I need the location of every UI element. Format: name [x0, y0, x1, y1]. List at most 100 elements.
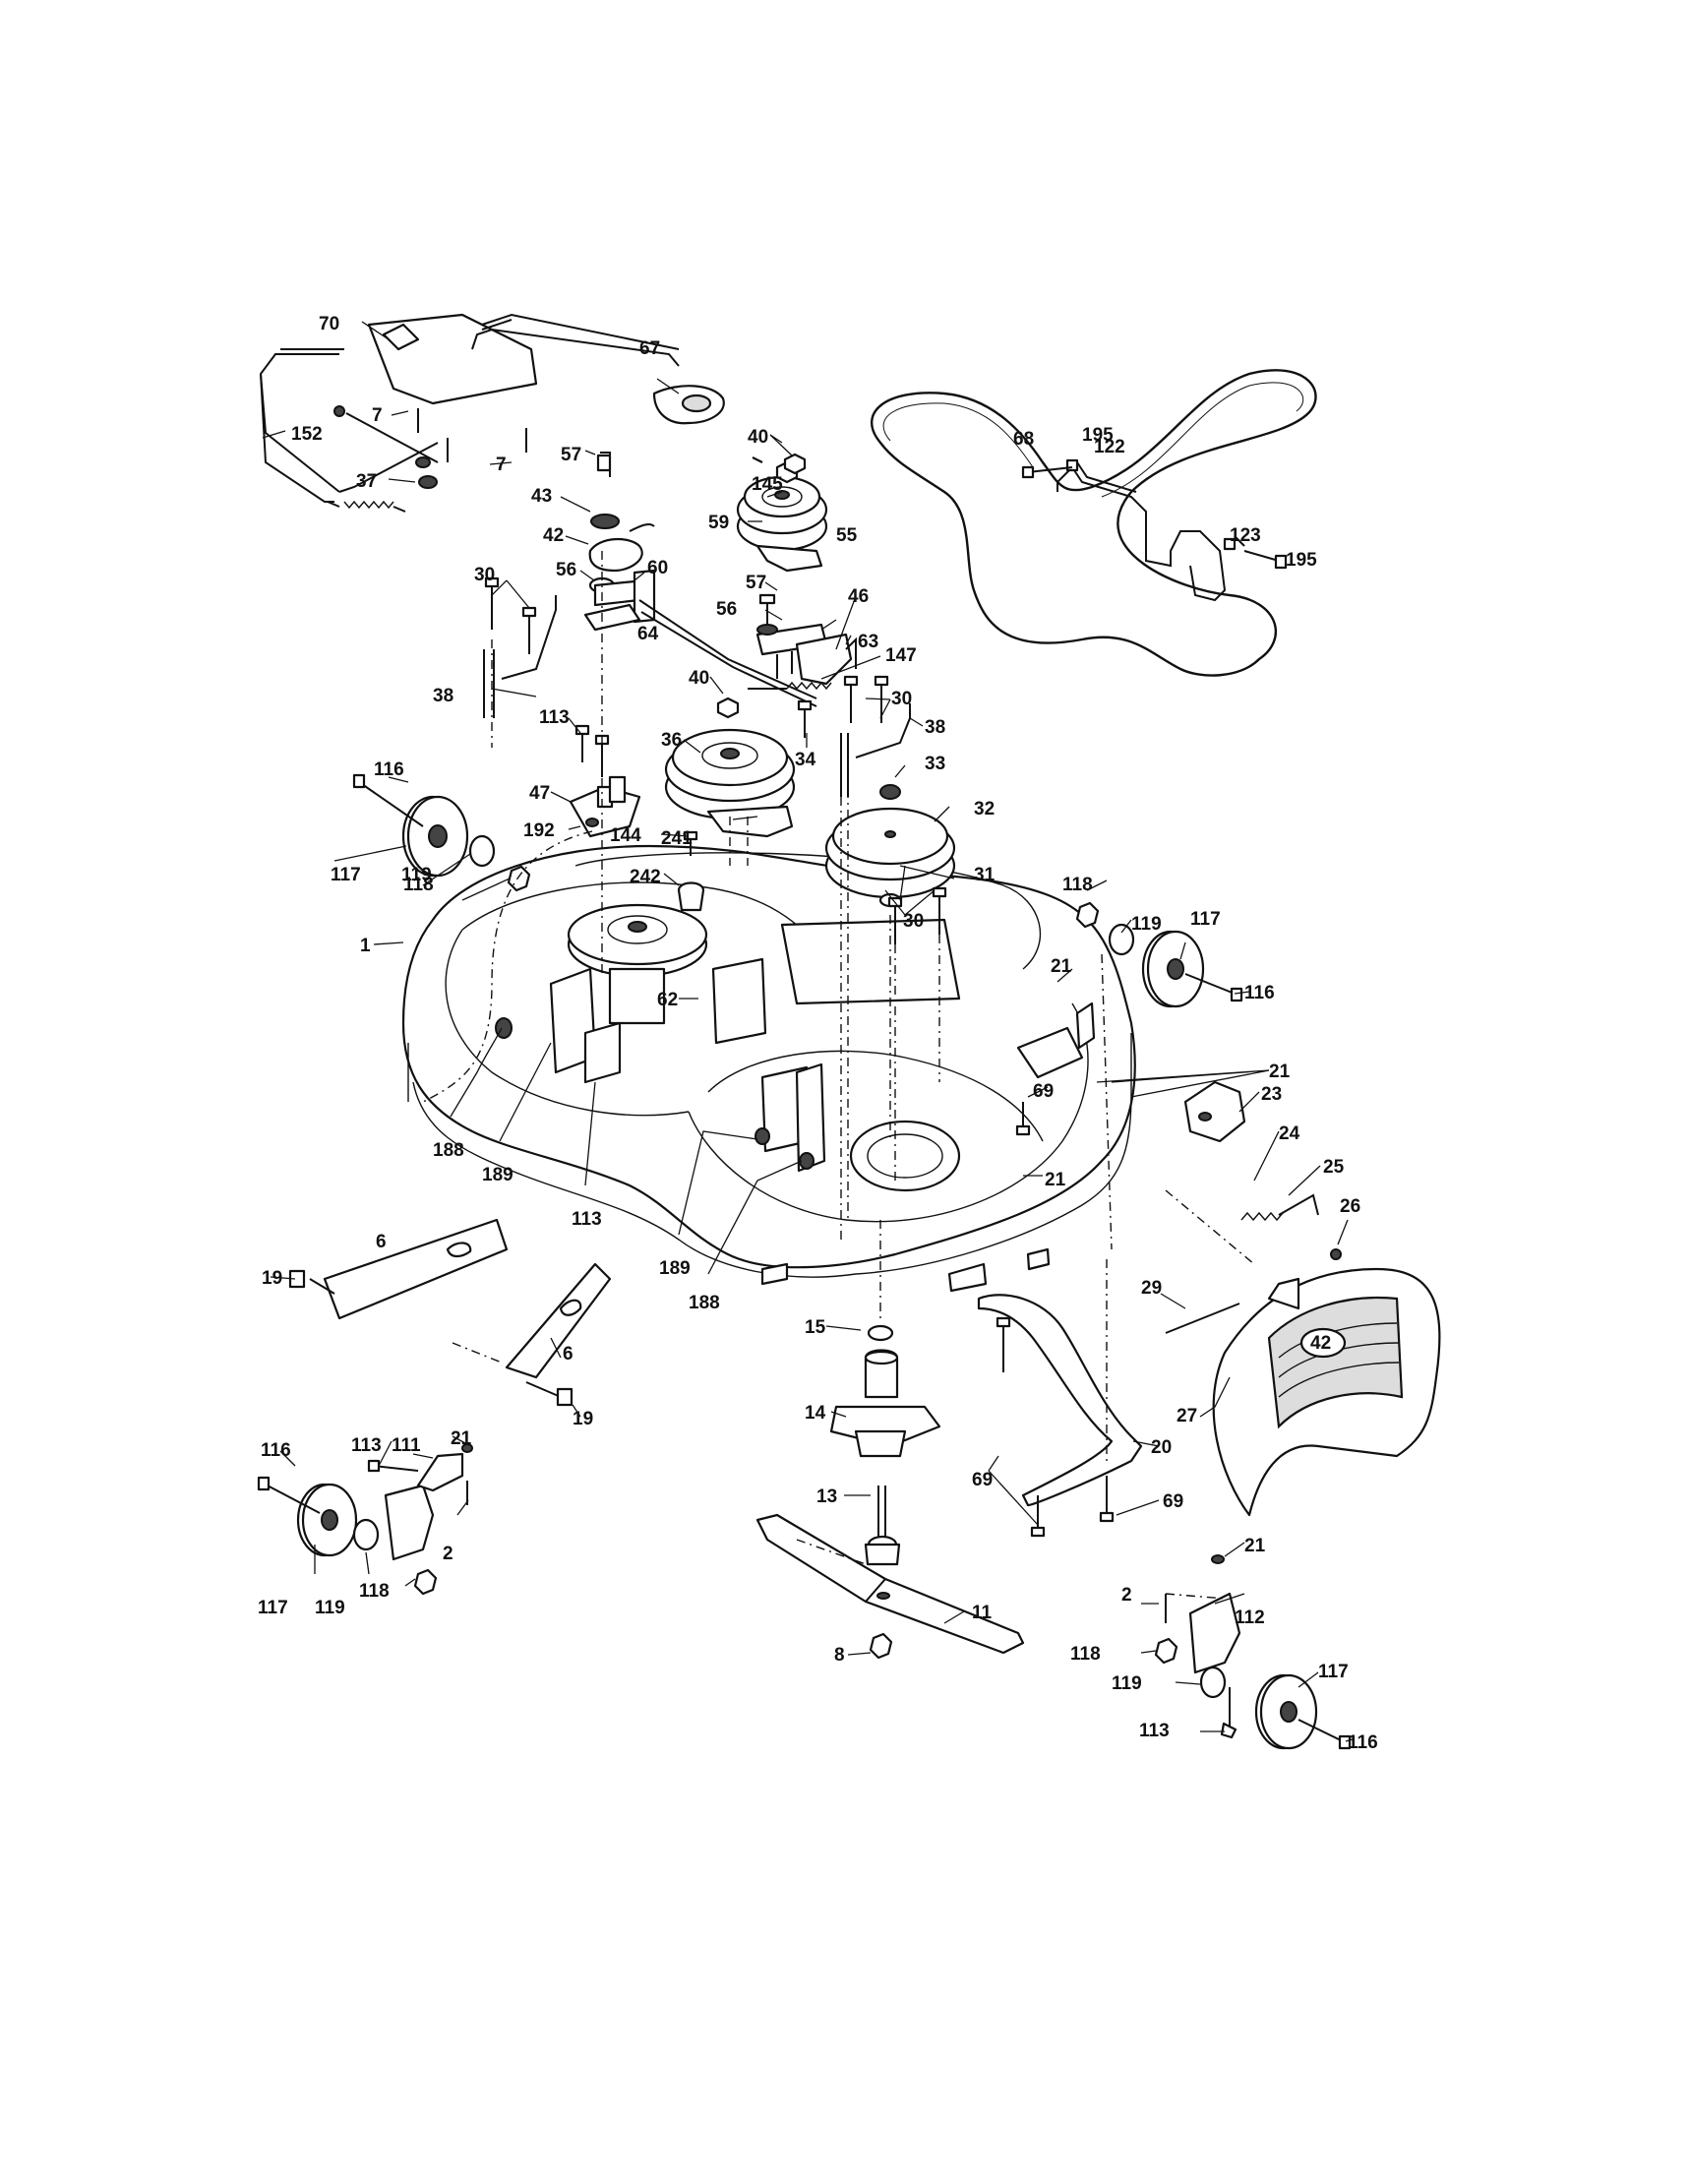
deflector-hinge-bracket [1183, 1080, 1246, 1143]
spindle-pulley-32 [824, 807, 956, 899]
callout-label: 34 [795, 750, 816, 770]
callout-label: 30 [903, 911, 924, 932]
callout-label: 189 [482, 1165, 513, 1185]
callout-label: 111 [392, 1435, 421, 1456]
callout-label: 47 [529, 783, 550, 804]
drive-belt-68 [870, 369, 1317, 677]
deflector-spring [1240, 1193, 1319, 1222]
callout-label: 116 [1244, 983, 1275, 1003]
gauge-wheel-upper-left [352, 773, 531, 892]
callout-label: 188 [689, 1293, 720, 1313]
callout-label: 21 [1045, 1170, 1066, 1190]
callout-label: 55 [836, 525, 858, 546]
callout-label: 123 [1230, 525, 1261, 546]
callout-label: 113 [572, 1209, 602, 1230]
callout-label: 8 [834, 1645, 845, 1666]
callout-label: 64 [637, 624, 659, 644]
gauge-wheel-lower-left [257, 1443, 473, 1596]
callout-label: 116 [261, 1440, 291, 1461]
callout-label: 1 [360, 936, 371, 956]
callout-label: 195 [1286, 550, 1317, 571]
callout-label: 32 [974, 799, 995, 819]
callout-label: 118 [359, 1581, 390, 1602]
callout-label: 21 [451, 1428, 472, 1449]
callout-label: 144 [610, 825, 641, 846]
engagement-linkage [259, 313, 680, 513]
callout-label: 37 [356, 471, 377, 492]
callout-label: 24 [1279, 1123, 1300, 1144]
callout-label: 145 [752, 474, 783, 495]
callout-label: 118 [1070, 1644, 1101, 1665]
callout-label: 30 [474, 565, 495, 585]
lift-link-38-left [483, 595, 557, 718]
callout-label: 29 [1141, 1278, 1162, 1299]
callout-label: 117 [1190, 909, 1221, 930]
callout-label: 36 [661, 730, 682, 751]
bolts-30-34 [484, 576, 947, 944]
callout-label: 56 [556, 560, 576, 580]
callout-label: 69 [972, 1470, 993, 1490]
callout-label: 195 [1082, 425, 1114, 446]
callout-label: 40 [748, 427, 768, 448]
stabilizer-bracket-right [505, 1262, 612, 1407]
callout-label: 192 [523, 820, 555, 841]
callout-label: 6 [376, 1232, 387, 1252]
belt-guide-wire [1021, 458, 1288, 602]
baffle-20 [977, 1102, 1143, 1538]
callout-label: 26 [1340, 1196, 1360, 1217]
discharge-chute-27: 42 [1212, 1267, 1441, 1517]
spindle-assembly [829, 1324, 941, 1566]
callout-label: 117 [331, 865, 361, 885]
callout-label: 69 [1163, 1491, 1183, 1512]
callout-label: 30 [891, 689, 912, 709]
callout-label: 23 [1261, 1084, 1282, 1105]
callout-label: 118 [1062, 875, 1093, 895]
callout-label: 59 [708, 513, 729, 533]
callout-label: 119 [401, 865, 432, 885]
gauge-wheel-lower-right [1154, 1554, 1352, 1750]
callout-label: 116 [374, 759, 404, 780]
callout-label: 6 [563, 1344, 573, 1365]
leader-lines [262, 321, 1354, 1742]
callout-label: 27 [1177, 1406, 1197, 1426]
callout-label: 14 [805, 1403, 826, 1424]
callout-label: 119 [315, 1598, 345, 1618]
callout-label: 112 [1235, 1608, 1265, 1628]
callout-label: 69 [1033, 1081, 1054, 1102]
callout-label: 11 [972, 1603, 993, 1623]
callout-label: 63 [858, 632, 878, 652]
callout-label: 118 [403, 875, 434, 895]
callout-label: 113 [351, 1435, 382, 1456]
callout-label: 147 [885, 645, 917, 666]
callout-label: 2 [1121, 1585, 1132, 1606]
callout-label: 21 [1244, 1536, 1266, 1556]
blade-11 [755, 1513, 1025, 1660]
callout-label: 38 [925, 717, 945, 738]
callout-label: 19 [573, 1409, 593, 1429]
callout-label: 15 [805, 1317, 826, 1338]
callout-label: 241 [661, 828, 693, 849]
callout-label: 113 [539, 707, 570, 728]
callout-label: 152 [291, 424, 323, 445]
bracket-47 [569, 724, 641, 838]
callout-labels: 1 2 2 6 6 7 7 8 11 13 14 15 19 19 20 21 … [258, 314, 1378, 1753]
callout-label: 13 [816, 1486, 837, 1507]
callout-label: 40 [689, 668, 709, 689]
callout-label: 122 [1094, 437, 1125, 457]
callout-label: 7 [496, 455, 507, 475]
callout-label: 117 [1318, 1662, 1349, 1682]
chute-emblem: 42 [1310, 1333, 1331, 1354]
callout-label: 119 [1131, 914, 1162, 935]
alignment-lines [422, 551, 1255, 1600]
callout-label: 25 [1323, 1157, 1345, 1178]
callout-label: 113 [1139, 1721, 1170, 1741]
callout-label: 42 [543, 525, 564, 546]
gauge-wheel-upper-right [1075, 901, 1243, 1008]
callout-label: 46 [848, 586, 869, 607]
callout-label: 68 [1013, 429, 1034, 450]
callout-label: 20 [1151, 1437, 1172, 1458]
callout-label: 119 [1112, 1673, 1142, 1694]
callout-label: 33 [925, 754, 945, 774]
callout-label: 19 [262, 1268, 282, 1289]
